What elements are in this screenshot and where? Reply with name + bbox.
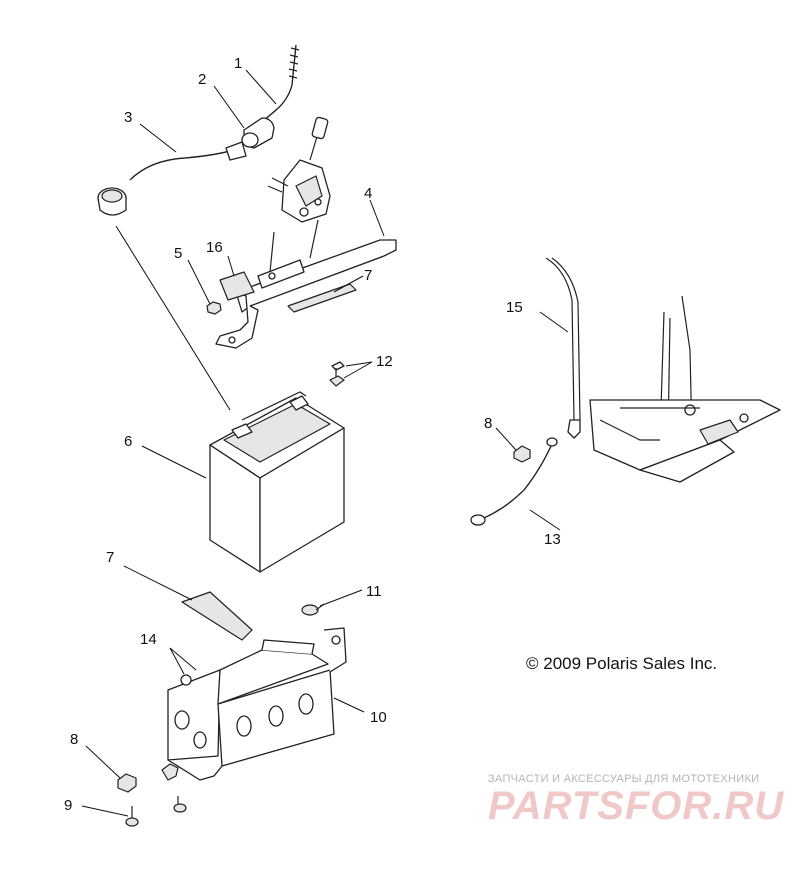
nut-part-8-lower — [117, 773, 137, 793]
frame-assembly — [545, 257, 781, 483]
battery-tray-part-10 — [167, 627, 347, 781]
leader-lines — [81, 69, 569, 817]
callout-8-right: 8 — [484, 415, 492, 432]
battery-cable-part-3 — [97, 141, 247, 216]
battery-holddown-bracket-part-4 — [215, 219, 397, 349]
solenoid-assembly — [267, 116, 331, 223]
callout-12: 12 — [376, 353, 393, 370]
callout-5: 5 — [174, 245, 182, 262]
watermark-tagline: ЗАПЧАСТИ И АКСЕССУАРЫ ДЛЯ МОТОТЕХНИКИ — [488, 773, 760, 785]
battery-cable-part-1 — [261, 44, 300, 123]
adhesive-strip-part-7-upper — [287, 283, 357, 313]
bolts-part-9 — [125, 796, 187, 827]
nut-part-5 — [206, 301, 222, 315]
callout-7-lower: 7 — [106, 549, 114, 566]
callout-4: 4 — [364, 185, 372, 202]
callout-16: 16 — [206, 239, 223, 256]
tray-nut — [161, 763, 179, 781]
callout-9: 9 — [64, 797, 72, 814]
callout-labels: 1 2 3 4 5 16 7 12 6 7 11 14 10 8 9 15 8 … — [64, 55, 561, 814]
terminal-boot-part-2 — [241, 117, 275, 149]
bolt-part-11 — [301, 603, 325, 616]
callout-8-lower: 8 — [70, 731, 78, 748]
callout-11: 11 — [366, 583, 382, 600]
callout-13: 13 — [544, 531, 561, 548]
callout-1: 1 — [234, 55, 242, 72]
adhesive-strip-part-7-lower — [181, 591, 253, 641]
terminal-screws-part-12 — [329, 361, 345, 387]
watermark-logo: PARTSFOR.RU — [488, 784, 785, 828]
callout-2: 2 — [198, 71, 206, 88]
callout-10: 10 — [370, 709, 387, 726]
copyright-notice: © 2009 Polaris Sales Inc. — [526, 654, 718, 673]
nut-part-8-right — [513, 445, 531, 463]
foam-pad-part-16 — [219, 271, 255, 301]
callout-3: 3 — [124, 109, 132, 126]
callout-14: 14 — [140, 631, 157, 648]
battery-part-6 — [209, 391, 345, 573]
callout-7-upper: 7 — [364, 267, 372, 284]
callout-6: 6 — [124, 433, 132, 450]
callout-15: 15 — [506, 299, 523, 316]
ground-cable-part-13 — [470, 437, 558, 526]
